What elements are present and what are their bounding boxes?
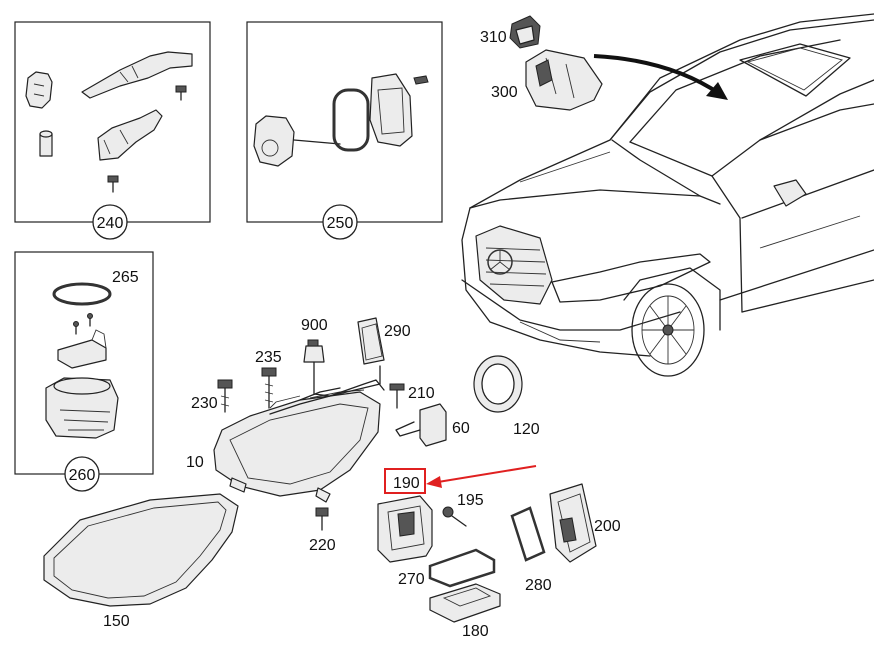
label-120: 120	[513, 421, 540, 438]
label-210: 210	[408, 385, 435, 402]
label-230: 230	[191, 395, 218, 412]
screws: 235 230 210 220	[191, 349, 435, 554]
label-60: 60	[452, 420, 470, 437]
part-900: 900	[301, 317, 381, 397]
highlight-arrowhead	[426, 476, 442, 488]
part-190: 190	[377, 465, 537, 563]
highlight-box-190	[384, 468, 426, 494]
highlight-arrow	[437, 465, 537, 483]
label-310: 310	[480, 29, 507, 46]
label-900: 900	[301, 317, 328, 334]
label-290: 290	[384, 323, 411, 340]
part-150: 150	[43, 493, 239, 630]
car-illustration	[461, 13, 874, 377]
part-120: 120	[473, 355, 540, 438]
camera-assembly: 310 300	[480, 15, 728, 111]
label-260: 260	[69, 467, 96, 484]
label-250: 250	[327, 215, 354, 232]
part-290: 290	[357, 317, 411, 365]
inset-240: 240	[14, 21, 211, 240]
part-60: 60	[395, 403, 470, 447]
label-280: 280	[525, 577, 552, 594]
label-240: 240	[97, 215, 124, 232]
label-10: 10	[186, 454, 204, 471]
label-270: 270	[398, 571, 425, 588]
label-265: 265	[112, 269, 139, 286]
part-280: 280	[510, 506, 552, 594]
label-235: 235	[255, 349, 282, 366]
headlamp-10: 10	[186, 379, 385, 503]
label-300: 300	[491, 84, 518, 101]
label-220: 220	[309, 537, 336, 554]
label-150: 150	[103, 613, 130, 630]
label-180: 180	[462, 623, 489, 640]
part-180: 180	[429, 583, 501, 640]
label-190: 190	[393, 475, 420, 492]
part-200: 200	[549, 483, 621, 563]
inset-250: 250	[246, 21, 443, 240]
label-200: 200	[594, 518, 621, 535]
label-195: 195	[457, 492, 484, 509]
part-270: 270	[398, 548, 496, 588]
part-195: 195	[442, 492, 484, 527]
inset-260: 265 260	[14, 251, 154, 492]
